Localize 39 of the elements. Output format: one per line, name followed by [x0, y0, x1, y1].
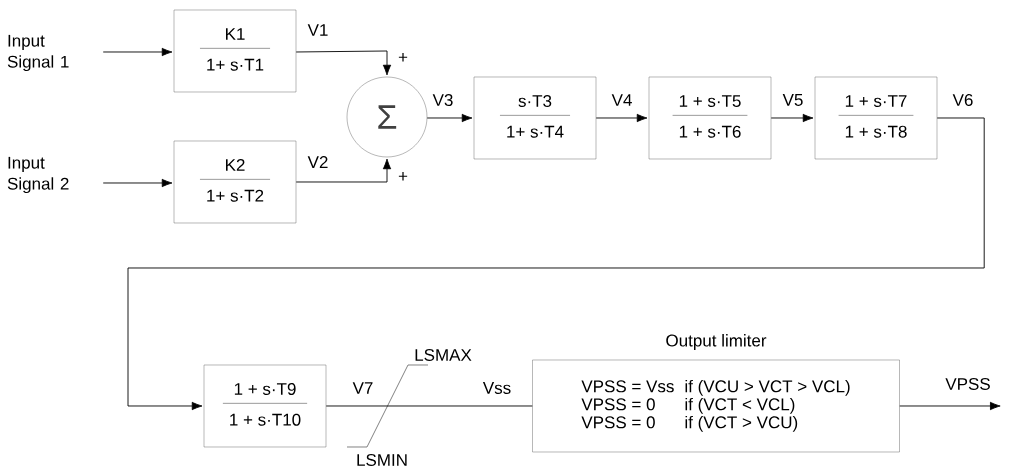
arrow	[770, 113, 814, 123]
node-label: VPSS = 0	[581, 416, 655, 429]
transfer-function-box: 1 + s·T7 1 + s·T8	[814, 76, 938, 160]
signal-label: Input Signal 1	[7, 34, 69, 72]
sign-label: +	[398, 53, 408, 62]
edge-label: V6	[951, 93, 975, 107]
arrow	[295, 50, 392, 76]
signal-label: Input Signal 2	[7, 156, 69, 194]
node-label: VPSS = Vss	[581, 380, 674, 393]
transfer-function-box: 1 + s·T5 1 + s·T6	[648, 76, 772, 160]
limit-label: LSMAX	[415, 348, 472, 361]
limiter-box: VPSS = Vss if (VCU > VCT > VCL) VPSS = 0 if (VCT < VCL) VPSS = 0 if (VCT > VCU)	[532, 359, 900, 453]
transfer-function-box: K2 1+ s·T2	[173, 140, 297, 224]
transfer-function-box: 1 + s·T9 1 + s·T10	[203, 364, 327, 448]
edge-label: V3	[431, 93, 455, 107]
arrow	[899, 401, 1001, 411]
sign-label: +	[398, 172, 408, 181]
arrow	[127, 117, 985, 411]
node-label: if (VCU > VCT > VCL)	[685, 379, 850, 396]
node-label: if (VCT < VCL)	[685, 397, 795, 414]
edge-label: V5	[781, 93, 805, 107]
summing-junction: Σ	[346, 76, 428, 158]
signal-label: Vss	[482, 382, 511, 394]
arrow	[595, 113, 648, 123]
edge-label: V1	[306, 23, 330, 37]
limit-label: LSMIN	[357, 453, 407, 466]
arrow	[102, 178, 173, 188]
edge-label: VPSS	[944, 376, 992, 391]
edge-label: V7	[351, 381, 375, 395]
arrow	[102, 47, 173, 57]
edge-label: V4	[610, 93, 634, 107]
transfer-function-box: s·T3 1+ s·T4	[473, 76, 597, 160]
node-label: if (VCT > VCU)	[685, 415, 798, 432]
node-label: VPSS = 0	[581, 398, 655, 411]
block-heading: Output limiter	[666, 334, 767, 350]
arrow	[295, 158, 392, 183]
transfer-function-box: K1 1+ s·T1	[173, 9, 297, 93]
arrow	[426, 113, 473, 123]
edge-label: V2	[306, 155, 330, 169]
